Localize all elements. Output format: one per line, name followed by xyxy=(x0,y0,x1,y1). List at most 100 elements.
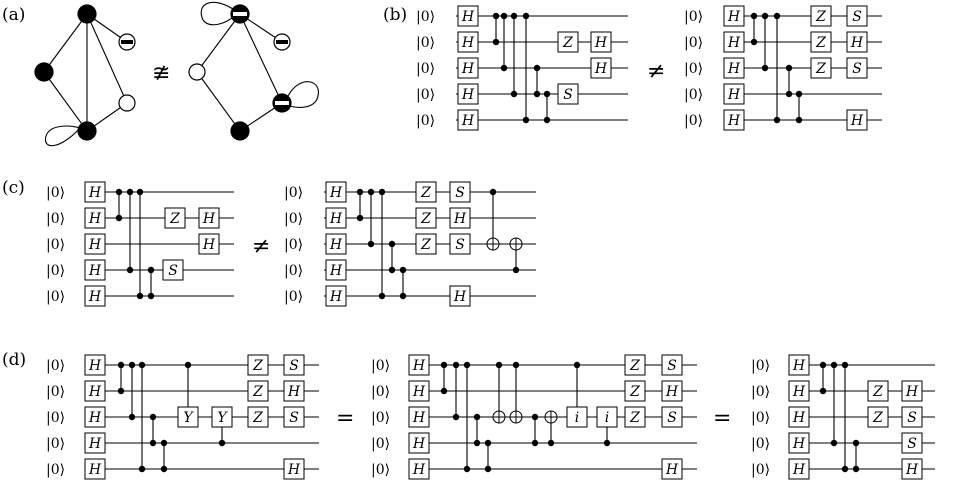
gate-label: H xyxy=(412,436,426,452)
gate-box xyxy=(84,259,106,281)
ket-label: |0⟩ xyxy=(684,113,703,129)
gate-label: H xyxy=(412,358,426,374)
gate-box xyxy=(723,57,745,79)
ket-label: |0⟩ xyxy=(46,462,65,478)
gate-box xyxy=(566,406,588,428)
gate-label: H xyxy=(461,9,475,25)
gate-box xyxy=(624,380,646,402)
ket-label: |0⟩ xyxy=(371,462,390,478)
control-dot xyxy=(750,12,758,20)
control-dot xyxy=(512,361,520,369)
control-dot xyxy=(117,387,125,395)
control-dot xyxy=(136,292,144,300)
control-dot xyxy=(147,266,155,274)
gate-label: S xyxy=(667,358,677,374)
gate-label: H xyxy=(88,358,102,374)
gate-box xyxy=(415,233,437,255)
gate-label: S xyxy=(289,358,299,374)
gate-box xyxy=(867,380,889,402)
gate-box xyxy=(325,259,347,281)
gate-box xyxy=(325,181,347,203)
gate-box xyxy=(198,207,220,229)
ket-label: |0⟩ xyxy=(416,113,435,129)
ket-label: |0⟩ xyxy=(416,9,435,25)
graph-left-nodes xyxy=(34,4,136,141)
gate-label: H xyxy=(461,113,475,129)
gate-box xyxy=(449,233,471,255)
gate-label: Z xyxy=(629,384,640,400)
ket-label: |0⟩ xyxy=(751,410,770,426)
gate-label: H xyxy=(905,462,919,478)
control-dot xyxy=(547,439,555,447)
gate-label: H xyxy=(461,61,475,77)
gate-label: i xyxy=(605,410,609,426)
gate-box xyxy=(457,31,479,53)
control-dot xyxy=(138,465,146,473)
gate-box xyxy=(867,406,889,428)
control-dot xyxy=(136,188,144,196)
control-dot xyxy=(126,266,134,274)
gate-box xyxy=(84,458,106,480)
gate-label: H xyxy=(727,113,741,129)
control-dot xyxy=(126,188,134,196)
gate-box xyxy=(788,380,810,402)
gate-box xyxy=(723,109,745,131)
gate-label: H xyxy=(88,462,102,478)
gate-label: H xyxy=(88,211,102,227)
gate-box xyxy=(283,380,305,402)
control-dot xyxy=(473,439,481,447)
control-dot xyxy=(128,361,136,369)
gate-label: Z xyxy=(815,61,826,77)
control-dot xyxy=(388,266,396,274)
control-dot xyxy=(184,361,192,369)
gate-box xyxy=(788,406,810,428)
gate-label: Z xyxy=(872,410,883,426)
control-dot xyxy=(500,64,508,72)
gate-label: S xyxy=(667,410,677,426)
gate-box xyxy=(408,380,430,402)
gate-box xyxy=(84,285,106,307)
gate-label: H xyxy=(727,35,741,51)
gate-label: H xyxy=(88,384,102,400)
gate-label: H xyxy=(594,61,608,77)
gate-label: H xyxy=(453,211,467,227)
gate-label: H xyxy=(792,384,806,400)
control-dot xyxy=(830,439,838,447)
control-dot xyxy=(852,439,860,447)
ket-label: |0⟩ xyxy=(751,462,770,478)
gate-box xyxy=(457,83,479,105)
relation-neq-b: ≠ xyxy=(647,59,665,84)
gate-box xyxy=(325,207,347,229)
ket-label: |0⟩ xyxy=(416,61,435,77)
gate-label: H xyxy=(792,436,806,452)
control-dot xyxy=(500,12,508,20)
gate-label: Y xyxy=(183,410,194,426)
gate-box xyxy=(788,432,810,454)
gate-label: Z xyxy=(629,358,640,374)
control-dot xyxy=(452,361,460,369)
gate-label: Z xyxy=(169,211,180,227)
gate-label: S xyxy=(168,263,178,279)
gate-label: H xyxy=(792,462,806,478)
gate-label: H xyxy=(727,9,741,25)
control-dot xyxy=(795,90,803,98)
gate-box xyxy=(84,233,106,255)
gate-box xyxy=(557,83,579,105)
gate-label: H xyxy=(88,237,102,253)
gate-label: H xyxy=(88,185,102,201)
ket-label: |0⟩ xyxy=(371,358,390,374)
control-dot xyxy=(819,361,827,369)
control-dot xyxy=(115,188,123,196)
gate-box xyxy=(84,181,106,203)
graph-right-nodes xyxy=(188,4,292,141)
graph-node-filled xyxy=(230,121,250,141)
gate-label: H xyxy=(329,237,343,253)
control-dot xyxy=(761,12,769,20)
gate-label: H xyxy=(88,263,102,279)
gate-label: H xyxy=(329,263,343,279)
gate-label: S xyxy=(852,9,862,25)
control-dot xyxy=(533,90,541,98)
